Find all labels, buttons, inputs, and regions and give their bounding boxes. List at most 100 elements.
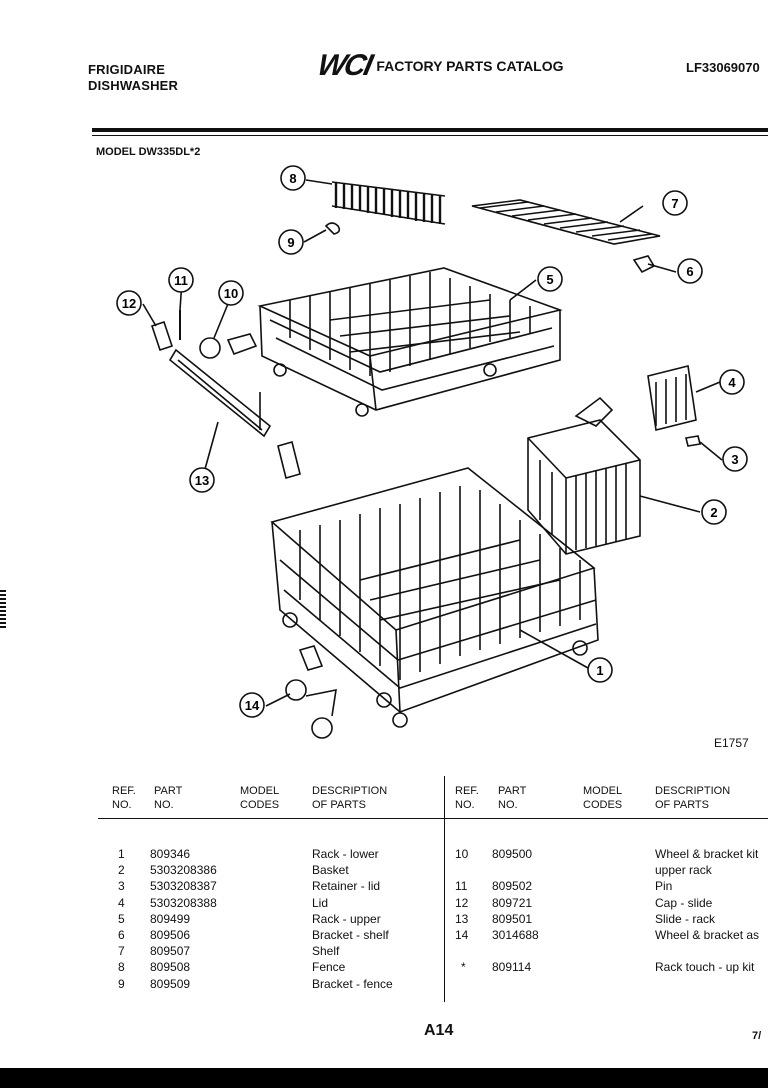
callout-1: 1 (587, 657, 613, 683)
table-cell: 5 (118, 911, 125, 926)
page-corner-code: 7/ (752, 1030, 762, 1042)
header-ref-right: REF.NO. (455, 785, 479, 811)
callout-6: 6 (677, 258, 703, 284)
table-cell: 11 (455, 879, 468, 894)
parts-right-desc: Wheel & bracket kit upper rack Pin Cap -… (655, 846, 768, 976)
table-cell: Shelf (312, 944, 340, 959)
table-cell: Rack touch - up kit (655, 960, 755, 975)
table-cell (492, 862, 539, 878)
slide-rack-part (168, 348, 272, 438)
shelf-part (471, 199, 661, 245)
callout-9: 9 (278, 229, 304, 255)
table-cell: 14 (455, 928, 469, 943)
table-cell: Bracket - shelf (312, 928, 389, 943)
table-cell: Cap - slide (655, 895, 713, 910)
svg-text:14: 14 (245, 698, 260, 713)
table-cell (655, 943, 768, 959)
table-cell: Basket (312, 863, 349, 878)
table-cell: 5303208386 (150, 863, 217, 878)
table-cell: 9 (118, 976, 125, 991)
table-cell: 5303208388 (150, 895, 217, 910)
table-cell: Retainer - lid (312, 879, 381, 894)
upper-wheel-bracket-part (199, 333, 258, 359)
table-cell: Bracket - fence (312, 976, 393, 991)
table-cell: 809346 (150, 847, 191, 861)
parts-left-ref: 1 2 3 4 5 6 7 8 9 (118, 846, 125, 992)
table-cell: 809502 (492, 879, 533, 894)
table-cell: Fence (312, 960, 346, 975)
table-cell: 809509 (150, 976, 191, 991)
basket-part (527, 396, 641, 555)
table-cell: 809721 (492, 895, 533, 910)
callout-12: 12 (116, 290, 142, 316)
table-column-divider (444, 776, 445, 1002)
parts-right-ref: 10 11 12 13 14 * (455, 846, 468, 976)
table-cell: 809501 (492, 911, 533, 926)
wci-logo: WCI (314, 49, 374, 82)
table-cell: * (461, 960, 466, 975)
table-cell: 809506 (150, 928, 191, 943)
svg-text:11: 11 (174, 273, 188, 288)
callout-8: 8 (280, 165, 306, 191)
model-label: MODEL DW335DL*2 (96, 146, 201, 158)
table-cell: Pin (655, 879, 673, 894)
table-cell: 4 (118, 895, 125, 910)
lower-wheel-bracket-part (285, 645, 337, 739)
brand-name: FRIGIDAIRE (88, 62, 166, 77)
header-rule (92, 128, 768, 132)
exploded-parts-diagram: 8 9 7 6 5 4 3 2 1 11 10 12 13 14 (116, 165, 748, 739)
callouts: 8 9 7 6 5 4 3 2 1 11 10 12 13 14 (116, 165, 748, 718)
callout-5: 5 (537, 266, 563, 292)
table-cell: 2 (118, 863, 125, 878)
fence-bracket-part (324, 222, 341, 235)
svg-text:5: 5 (546, 272, 553, 287)
table-cell: Wheel & bracket as (655, 928, 760, 943)
catalog-number: LF33069070 (686, 60, 760, 75)
table-cell: 809500 (492, 847, 533, 861)
catalog-title: FACTORY PARTS CATALOG (376, 58, 564, 74)
page-number: A14 (424, 1022, 454, 1039)
svg-text:8: 8 (289, 171, 296, 186)
header-ref: REF.NO. (112, 785, 136, 811)
table-cell: 3 (118, 879, 125, 894)
table-cell: 10 (455, 847, 469, 861)
table-cell: 3014688 (492, 928, 539, 943)
brand-block: FRIGIDAIRE DISHWASHER (88, 62, 178, 94)
table-cell (455, 862, 468, 878)
table-cell: 809499 (150, 911, 191, 926)
table-cell: 6 (118, 928, 125, 943)
fence-part (331, 181, 446, 225)
table-cell: Slide - rack (655, 911, 716, 926)
callout-11: 11 (168, 267, 194, 293)
table-cell: 1 (118, 847, 125, 861)
table-cell (455, 943, 468, 959)
parts-left-partno: 809346 5303208386 5303208387 5303208388 … (150, 846, 217, 992)
table-cell: upper rack (655, 863, 712, 878)
table-cell: 809507 (150, 944, 191, 959)
table-cell: Lid (312, 895, 329, 910)
table-cell (492, 943, 539, 959)
table-cell: 8 (118, 960, 125, 975)
callout-14: 14 (239, 692, 265, 718)
callout-10: 10 (218, 280, 244, 306)
scan-bottom-edge (0, 1068, 768, 1088)
table-cell: 7 (118, 944, 125, 959)
table-header-rule (98, 818, 768, 819)
table-cell: Wheel & bracket kit (655, 847, 759, 861)
table-cell: 5303208387 (150, 879, 217, 894)
product-type: DISHWASHER (88, 78, 179, 93)
scan-edge-marks (0, 590, 6, 630)
svg-text:2: 2 (710, 505, 717, 520)
header-rule-thin (92, 135, 768, 136)
svg-text:7: 7 (671, 196, 678, 211)
figure-id: E1757 (714, 736, 749, 750)
parts-left-desc: Rack - lower Basket Retainer - lid Lid R… (312, 846, 393, 992)
svg-text:9: 9 (287, 235, 294, 250)
svg-text:1: 1 (596, 663, 603, 678)
table-cell: 13 (455, 911, 469, 926)
